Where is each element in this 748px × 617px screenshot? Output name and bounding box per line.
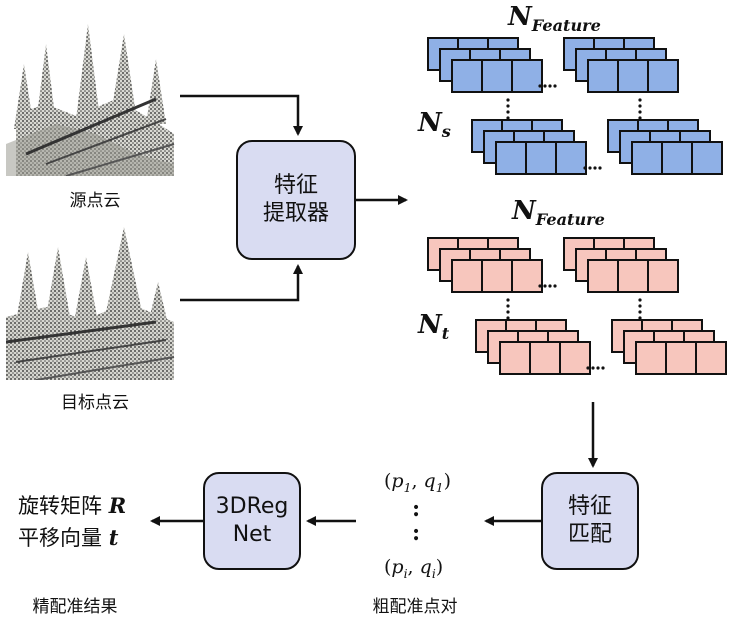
target-feature-stack-1 (427, 237, 543, 293)
feature-cell (511, 59, 543, 93)
3dreg-net-box: 3DReg Net (203, 472, 301, 570)
3dreg-net-line1: 3DReg (215, 494, 289, 519)
ellipsis-dot (596, 366, 600, 370)
feature-cell (525, 141, 557, 175)
ellipsis-dot (506, 116, 510, 120)
ellipsis-dot (638, 298, 642, 302)
translation-vector-label: 平移向量 t (18, 525, 119, 550)
ellipsis-dot (506, 104, 510, 108)
fine-result-label: 精配准结果 (32, 597, 118, 617)
target-feature-stack-3 (475, 319, 591, 375)
ellipsis-dot (591, 366, 595, 370)
ellipsis-dot (538, 84, 542, 88)
pair-ellipsis-2: : (412, 520, 421, 546)
3dreg-net-line2: Net (232, 522, 272, 547)
point-pair-first: (p1, q1) (384, 470, 451, 495)
ellipsis-dot (548, 284, 552, 288)
source-feature-stack-3 (471, 119, 587, 175)
ellipsis-dot (638, 104, 642, 108)
feature-matching-line1: 特征 (567, 494, 612, 519)
source-feature-stack-2 (563, 37, 679, 93)
feature-extractor-line1: 特征 (273, 173, 318, 198)
ellipsis-dot (638, 310, 642, 314)
ellipsis-dot (638, 116, 642, 120)
feature-matching-line2: 匹配 (567, 522, 612, 547)
feature-cell (495, 141, 527, 175)
feature-cell (587, 59, 619, 93)
ellipsis-dot (506, 298, 510, 302)
n-t-label: Nt (418, 310, 450, 344)
ellipsis-dot (586, 366, 590, 370)
ellipsis-dot (506, 304, 510, 308)
source-feature-stack-1 (427, 37, 543, 93)
feature-cell (647, 59, 679, 93)
n-feature-bottom-label: NFeature (512, 196, 605, 230)
ellipsis-dot (593, 166, 597, 170)
feature-cell (647, 259, 679, 293)
ellipsis-dot (638, 98, 642, 102)
ellipsis-dot (506, 110, 510, 114)
feature-cell (617, 59, 649, 93)
target-cloud-label: 目标点云 (61, 393, 129, 413)
ellipsis-dot (598, 166, 602, 170)
feature-cell (691, 141, 723, 175)
feature-cell (555, 141, 587, 175)
source-cloud-label: 源点云 (69, 191, 121, 211)
feature-cell (665, 341, 697, 375)
target-feature-stack-4 (611, 319, 727, 375)
feature-cell (451, 259, 483, 293)
feature-cell (631, 141, 663, 175)
ellipsis-dot (588, 166, 592, 170)
ellipsis-dot (506, 98, 510, 102)
ellipsis-dot (638, 304, 642, 308)
ellipsis-dot (553, 84, 557, 88)
ellipsis-dot (638, 316, 642, 320)
source-feature-stack-4 (607, 119, 723, 175)
ellipsis-dot (553, 284, 557, 288)
feature-cell (617, 259, 649, 293)
n-feature-top-label: NFeature (508, 2, 601, 36)
n-s-label: Ns (418, 108, 451, 142)
ellipsis-dot (601, 366, 605, 370)
source-point-cloud-image (6, 4, 176, 176)
ellipsis-dot (548, 84, 552, 88)
ellipsis-dot (543, 84, 547, 88)
arrow-target-to-extractor (180, 264, 303, 302)
target-point-cloud-image (6, 222, 176, 380)
ellipsis-dot (583, 166, 587, 170)
ellipsis-dot (506, 316, 510, 320)
feature-cell (635, 341, 667, 375)
rotation-matrix-label: 旋转矩阵 R (18, 493, 127, 518)
feature-matching-box: 特征 匹配 (541, 472, 639, 570)
ellipsis-dot (638, 110, 642, 114)
point-pair-last: (pi, qi) (384, 556, 444, 581)
ellipsis-dot (506, 310, 510, 314)
target-feature-stack-2 (563, 237, 679, 293)
feature-cell (499, 341, 531, 375)
arrow-source-to-extractor (180, 94, 303, 136)
feature-cell (695, 341, 727, 375)
feature-cell (587, 259, 619, 293)
feature-cell (511, 259, 543, 293)
feature-cell (529, 341, 561, 375)
coarse-pairs-label: 粗配准点对 (372, 597, 458, 617)
ellipsis-dot (538, 284, 542, 288)
feature-cell (481, 59, 513, 93)
feature-cell (451, 59, 483, 93)
feature-cell (661, 141, 693, 175)
feature-cell (559, 341, 591, 375)
pair-ellipsis-1: : (412, 496, 421, 522)
feature-extractor-line2: 提取器 (262, 201, 329, 226)
feature-extractor-box: 特征 提取器 (236, 140, 356, 260)
feature-cell (481, 259, 513, 293)
ellipsis-dot (543, 284, 547, 288)
